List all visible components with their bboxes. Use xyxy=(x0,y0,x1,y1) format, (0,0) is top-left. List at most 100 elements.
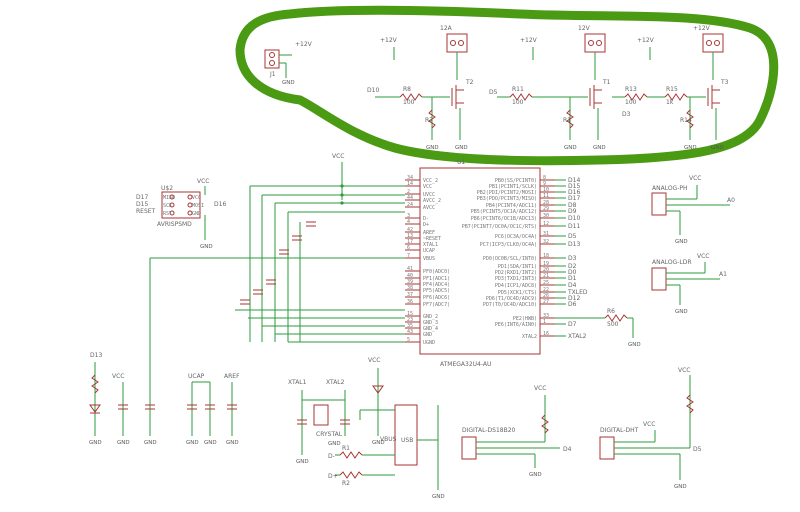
mcu-left-pin-name: GND_2 xyxy=(423,314,438,320)
digital-ds-power: VCC xyxy=(534,385,546,392)
mcu-left-pin-num: 5 xyxy=(407,337,410,343)
mcu-net-label: D5 xyxy=(568,233,577,240)
mcu-right-pin-name: PB7(PCINT7/OC0A/OC1C/RTS) xyxy=(462,224,537,230)
mcu-right-pin-num: 19 xyxy=(543,261,549,267)
digital-dht-power: VCC xyxy=(643,421,655,428)
mcu-right-pin-name: PB4(PCINT4/ADC11) xyxy=(486,203,537,209)
mcu-right-pin-name: PD5(XCK1/CTS) xyxy=(498,290,537,296)
mcu-net-label: TXLED xyxy=(567,289,588,296)
highlight-outline xyxy=(235,5,779,166)
mcu-net-label: D12 xyxy=(568,295,580,302)
digital-dht-gnd: GND xyxy=(674,484,687,490)
mcu-net-label: D0 xyxy=(568,269,577,276)
analog-ph-gnd: GND xyxy=(675,239,688,245)
mcu-left-pin-num: 37 xyxy=(407,292,413,298)
mcu-power-rails: VCC xyxy=(149,153,405,410)
t3-rseries: R13 xyxy=(625,86,637,93)
isp-vcc: VCC xyxy=(197,178,209,185)
dp-label: D+ xyxy=(328,473,338,480)
isp-gnd: GND xyxy=(200,244,213,250)
mcu-left-pin-name: XTAL1 xyxy=(423,242,438,248)
isp-pin-rst: RST xyxy=(163,211,172,217)
mcu-left-pin-num: 43 xyxy=(407,329,413,335)
isp-net-3: D16 xyxy=(214,201,226,208)
crystal-circuit: XTAL1 XTAL2 CRYSTAL GND GND xyxy=(288,379,350,465)
digital-dht-vcc-b: VCC xyxy=(678,367,690,374)
mcu-part: ATMEGA32U4-AU xyxy=(440,361,491,368)
mcu-left-pin-num: 36 xyxy=(407,299,413,305)
analog-ph-power: VCC xyxy=(689,175,701,182)
ucap-gnd-b: GND xyxy=(204,440,217,446)
mcu-left-pin-num: 39 xyxy=(407,279,413,285)
mcu-right-pin-name: PE2(HWB) xyxy=(513,316,537,322)
mcu-right-pin-name: PB1(PCINT1/SCLK) xyxy=(489,184,537,190)
x12b-label: 12V xyxy=(578,25,591,32)
mcu-net-label: D3 xyxy=(568,255,577,262)
mcu-net-label: D14 xyxy=(568,177,580,184)
isp-label: AVRISPSMD xyxy=(157,221,192,228)
t1-rseries: R11 xyxy=(512,86,524,93)
mcu-left-pin-name: ~RESET xyxy=(423,236,441,242)
mcu-right-pin-name: PB5(PCINT5/OC1A/ADC12) xyxy=(471,209,537,215)
mcu-left-pin-num: 4 xyxy=(407,219,410,225)
led-resistor-r6: R6 500 GND xyxy=(555,308,641,348)
mcu-left-pin-name: GND_4 xyxy=(423,326,438,332)
isp-header: U$2 MISO SCK RST VCC MOSI GND AVRISPSMD … xyxy=(136,178,226,250)
aref-gnd: GND xyxy=(226,440,239,446)
mcu-right-pin-name: XTAL2 xyxy=(522,334,537,340)
t3-rpd: R14 xyxy=(680,117,692,124)
mosfet-block-t3: +12V +12V D3 R13 100 R15 1k R14 GND T3 G… xyxy=(612,25,729,151)
d13-label: D13 xyxy=(90,352,102,359)
mcu-right-pin-num: 12 xyxy=(543,221,549,227)
t3-rseries-val: 100 xyxy=(625,99,637,106)
t2-gate-net: D10 xyxy=(367,87,379,94)
isp-pin-sck: SCK xyxy=(163,203,172,209)
usb-label: USB xyxy=(401,437,413,444)
mcu-right-pin-num: 16 xyxy=(543,331,549,337)
mcu-net-label: XTAL2 xyxy=(568,333,587,340)
mcu-right-pin-num: 18 xyxy=(543,253,549,259)
mcu-net-label: D15 xyxy=(568,183,580,190)
t2-rseries: R8 xyxy=(403,86,411,93)
usb-gnd-b: GND xyxy=(432,494,445,500)
digital-ds18b20-connector: DIGITAL-DS18B20 VCC D4 GND xyxy=(461,385,572,478)
mcu-left-pin-name: UVCC xyxy=(423,192,435,198)
mcu-left-pin-name: PF6(ADC6) xyxy=(423,295,450,301)
mcu-right-pin-name: PB3(PDO/PCINT3/MISO) xyxy=(477,196,537,202)
x12c-power: +12V xyxy=(637,37,655,44)
mcu-left-pin-num: 40 xyxy=(407,273,413,279)
isp-net-1: D15 xyxy=(136,201,148,208)
dm-label: D- xyxy=(328,453,335,460)
t3-gate-net: D3 xyxy=(622,111,631,118)
isp-pin-mosi: MOSI xyxy=(192,203,204,209)
x12c-label: +12V xyxy=(693,25,711,32)
mcu-net-label: D16 xyxy=(568,189,580,196)
isp-ref: U$2 xyxy=(161,185,173,192)
t3-rextra-val: 1k xyxy=(666,99,674,106)
mcu-left-pin-name: PF1(ADC1) xyxy=(423,276,450,282)
mcu-right-pin-num: 8 xyxy=(543,175,546,181)
mcu-right-pin-name: PD3(TXD1/INT3) xyxy=(495,276,537,282)
mcu-left-pin-num: 34 xyxy=(407,175,413,181)
t1-rpd: R1 xyxy=(563,117,571,124)
analog-ph-net: A0 xyxy=(727,197,735,204)
usb-vcc-a: VCC xyxy=(368,357,380,364)
mcu-left-pin-name: PF5(ADC5) xyxy=(423,288,450,294)
d13-gnd: GND xyxy=(89,440,102,446)
mcu-left-pin-num: 23 xyxy=(407,317,413,323)
mcu-right-pin-num: 32 xyxy=(543,239,549,245)
decoupling-caps xyxy=(240,221,316,305)
aref-circuit: AREF GND xyxy=(224,373,240,446)
mcu-net-label: D13 xyxy=(568,241,580,248)
t1-gnd-a: GND xyxy=(564,145,577,151)
analog-ldr-label: ANALOG-LDR xyxy=(652,259,692,266)
mcu-left-pin-num: 3 xyxy=(407,213,410,219)
t3-ref: T3 xyxy=(720,79,729,86)
mcu-right-pin-name: PB2(PDI/PCINT2/MOSI) xyxy=(477,190,537,196)
isp-net-0: D17 xyxy=(136,194,148,201)
t1-gate-net: D5 xyxy=(489,89,498,96)
mcu-left-pin-num: 14 xyxy=(407,181,413,187)
digital-dht-label: DIGITAL-DHT xyxy=(600,427,639,434)
